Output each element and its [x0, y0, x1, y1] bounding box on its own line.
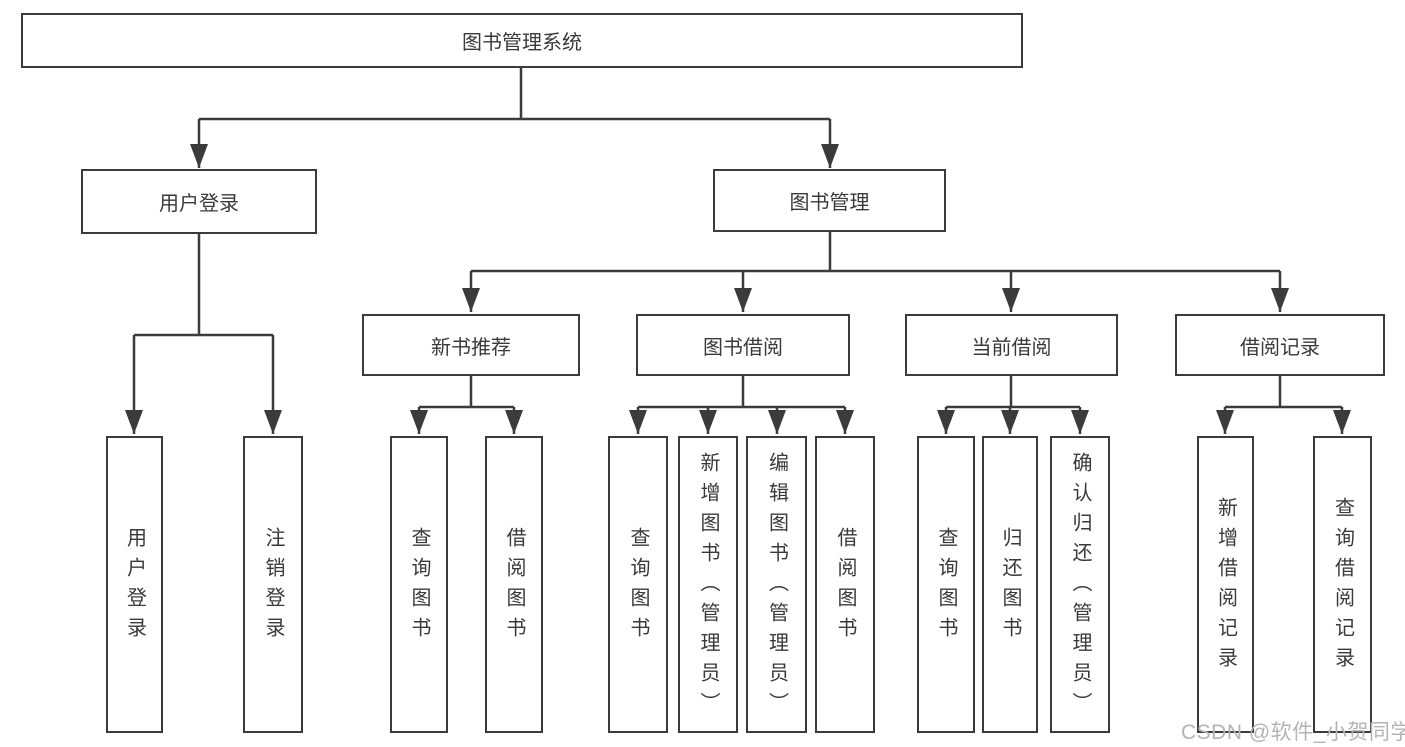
leaf-borrow-query: 查询图书 [608, 436, 668, 733]
leaf-current-confirm-admin: 确认归还（管理员） [1050, 436, 1110, 733]
leaf-logout: 注销登录 [243, 436, 303, 733]
leaf-borrow-add-admin: 新增图书（管理员） [678, 436, 738, 733]
node-borrow-record: 借阅记录 [1175, 314, 1385, 376]
node-user-login: 用户登录 [81, 169, 317, 234]
leaf-record-add: 新增借阅记录 [1197, 436, 1254, 733]
leaf-borrow-borrow: 借阅图书 [815, 436, 875, 733]
node-book-mgmt: 图书管理 [713, 169, 946, 232]
leaf-current-query: 查询图书 [917, 436, 975, 733]
leaf-newbook-query: 查询图书 [390, 436, 448, 733]
node-current-borrow: 当前借阅 [905, 314, 1118, 376]
leaf-newbook-borrow: 借阅图书 [485, 436, 543, 733]
node-book-borrow: 图书借阅 [636, 314, 850, 376]
leaf-borrow-edit-admin: 编辑图书（管理员） [746, 436, 807, 733]
node-new-book: 新书推荐 [362, 314, 580, 376]
node-root: 图书管理系统 [21, 13, 1023, 68]
csdn-watermark: CSDN @软件_小贺同学 [1181, 721, 1405, 744]
leaf-current-return: 归还图书 [982, 436, 1038, 733]
leaf-record-query: 查询借阅记录 [1313, 436, 1372, 733]
leaf-user-login: 用户登录 [106, 436, 163, 733]
